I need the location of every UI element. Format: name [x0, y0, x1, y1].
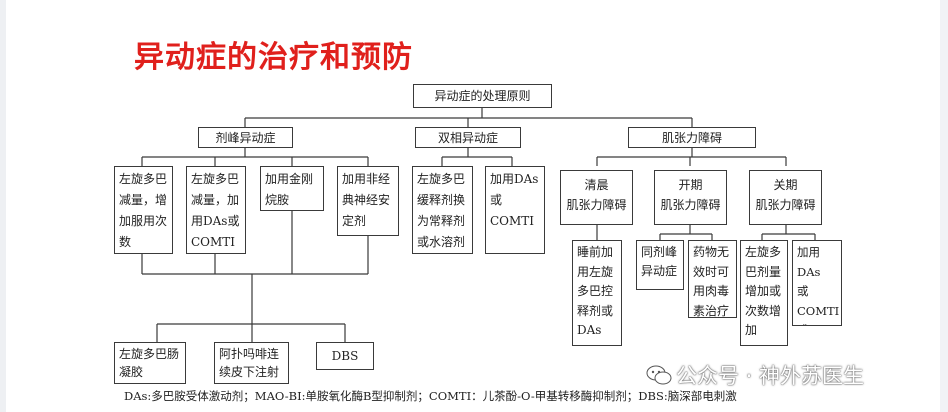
biphasic-item-add-das-comti: 加用DAs 或COMTI [485, 166, 545, 254]
watermark: 公众号 · 神外苏医生 [646, 360, 864, 390]
peak-bottom-levodopa-gel: 左旋多巴肠 凝胶 [114, 342, 186, 384]
page-title: 异动症的治疗和预防 [134, 40, 413, 75]
dystonia-leaf-increase-levodopa: 左旋多 巴剂量 增加或 次数增 加 [740, 240, 788, 346]
peak-item-amantadine: 加用金刚 烷胺 [260, 166, 324, 211]
biphasic-item-release-switch: 左旋多巴 缓释剂换 为常释剂 或水溶剂 [412, 166, 473, 254]
peak-bottom-dbs: DBS [316, 342, 374, 370]
peak-item-atypical-antipsychotic: 加用非经 典神经安 定剂 [337, 166, 399, 236]
abbreviation-footnote: DAs:多巴胺受体激动剂；MAO-BI:单胺氧化酶B型抑制剂；COMTI：儿茶酚… [124, 389, 737, 403]
peak-bottom-apomorphine: 阿扑吗啡连 续皮下注射 [214, 342, 289, 384]
peak-item-reduce-levodopa: 左旋多巴 减量，增 加服用次 数 [114, 166, 173, 254]
dystonia-morning: 清晨 肌张力障碍 [560, 170, 633, 225]
category-peak-dose: 剂峰异动症 [198, 127, 293, 148]
dystonia-off-period: 关期 肌张力障碍 [749, 170, 822, 225]
wechat-icon [646, 365, 672, 385]
category-biphasic: 双相异动症 [415, 127, 521, 148]
category-dystonia: 肌张力障碍 [628, 127, 756, 148]
peak-item-add-das-comti: 左旋多巴 减量，加 用DAs或 COMTI [186, 166, 246, 254]
root-node: 异动症的处理原则 [413, 84, 552, 108]
dystonia-leaf-same-as-peak: 同剂峰 异动症 [636, 240, 684, 290]
dystonia-leaf-bedtime-levodopa: 睡前加 用左旋 多巴控 释剂或 DAs [572, 240, 622, 346]
dystonia-leaf-botulinum: 药物无 效时可 用肉毒 素治疗 [688, 240, 737, 318]
watermark-text: 公众号 · 神外苏医生 [676, 364, 865, 388]
dystonia-leaf-add-das-comti-maobi: 加用DAs 或COMTI 或MAO- BI [792, 240, 842, 326]
right-edge-strip [940, 0, 948, 412]
dystonia-on-period: 开期 肌张力障碍 [654, 170, 727, 225]
left-edge-strip [0, 0, 6, 412]
